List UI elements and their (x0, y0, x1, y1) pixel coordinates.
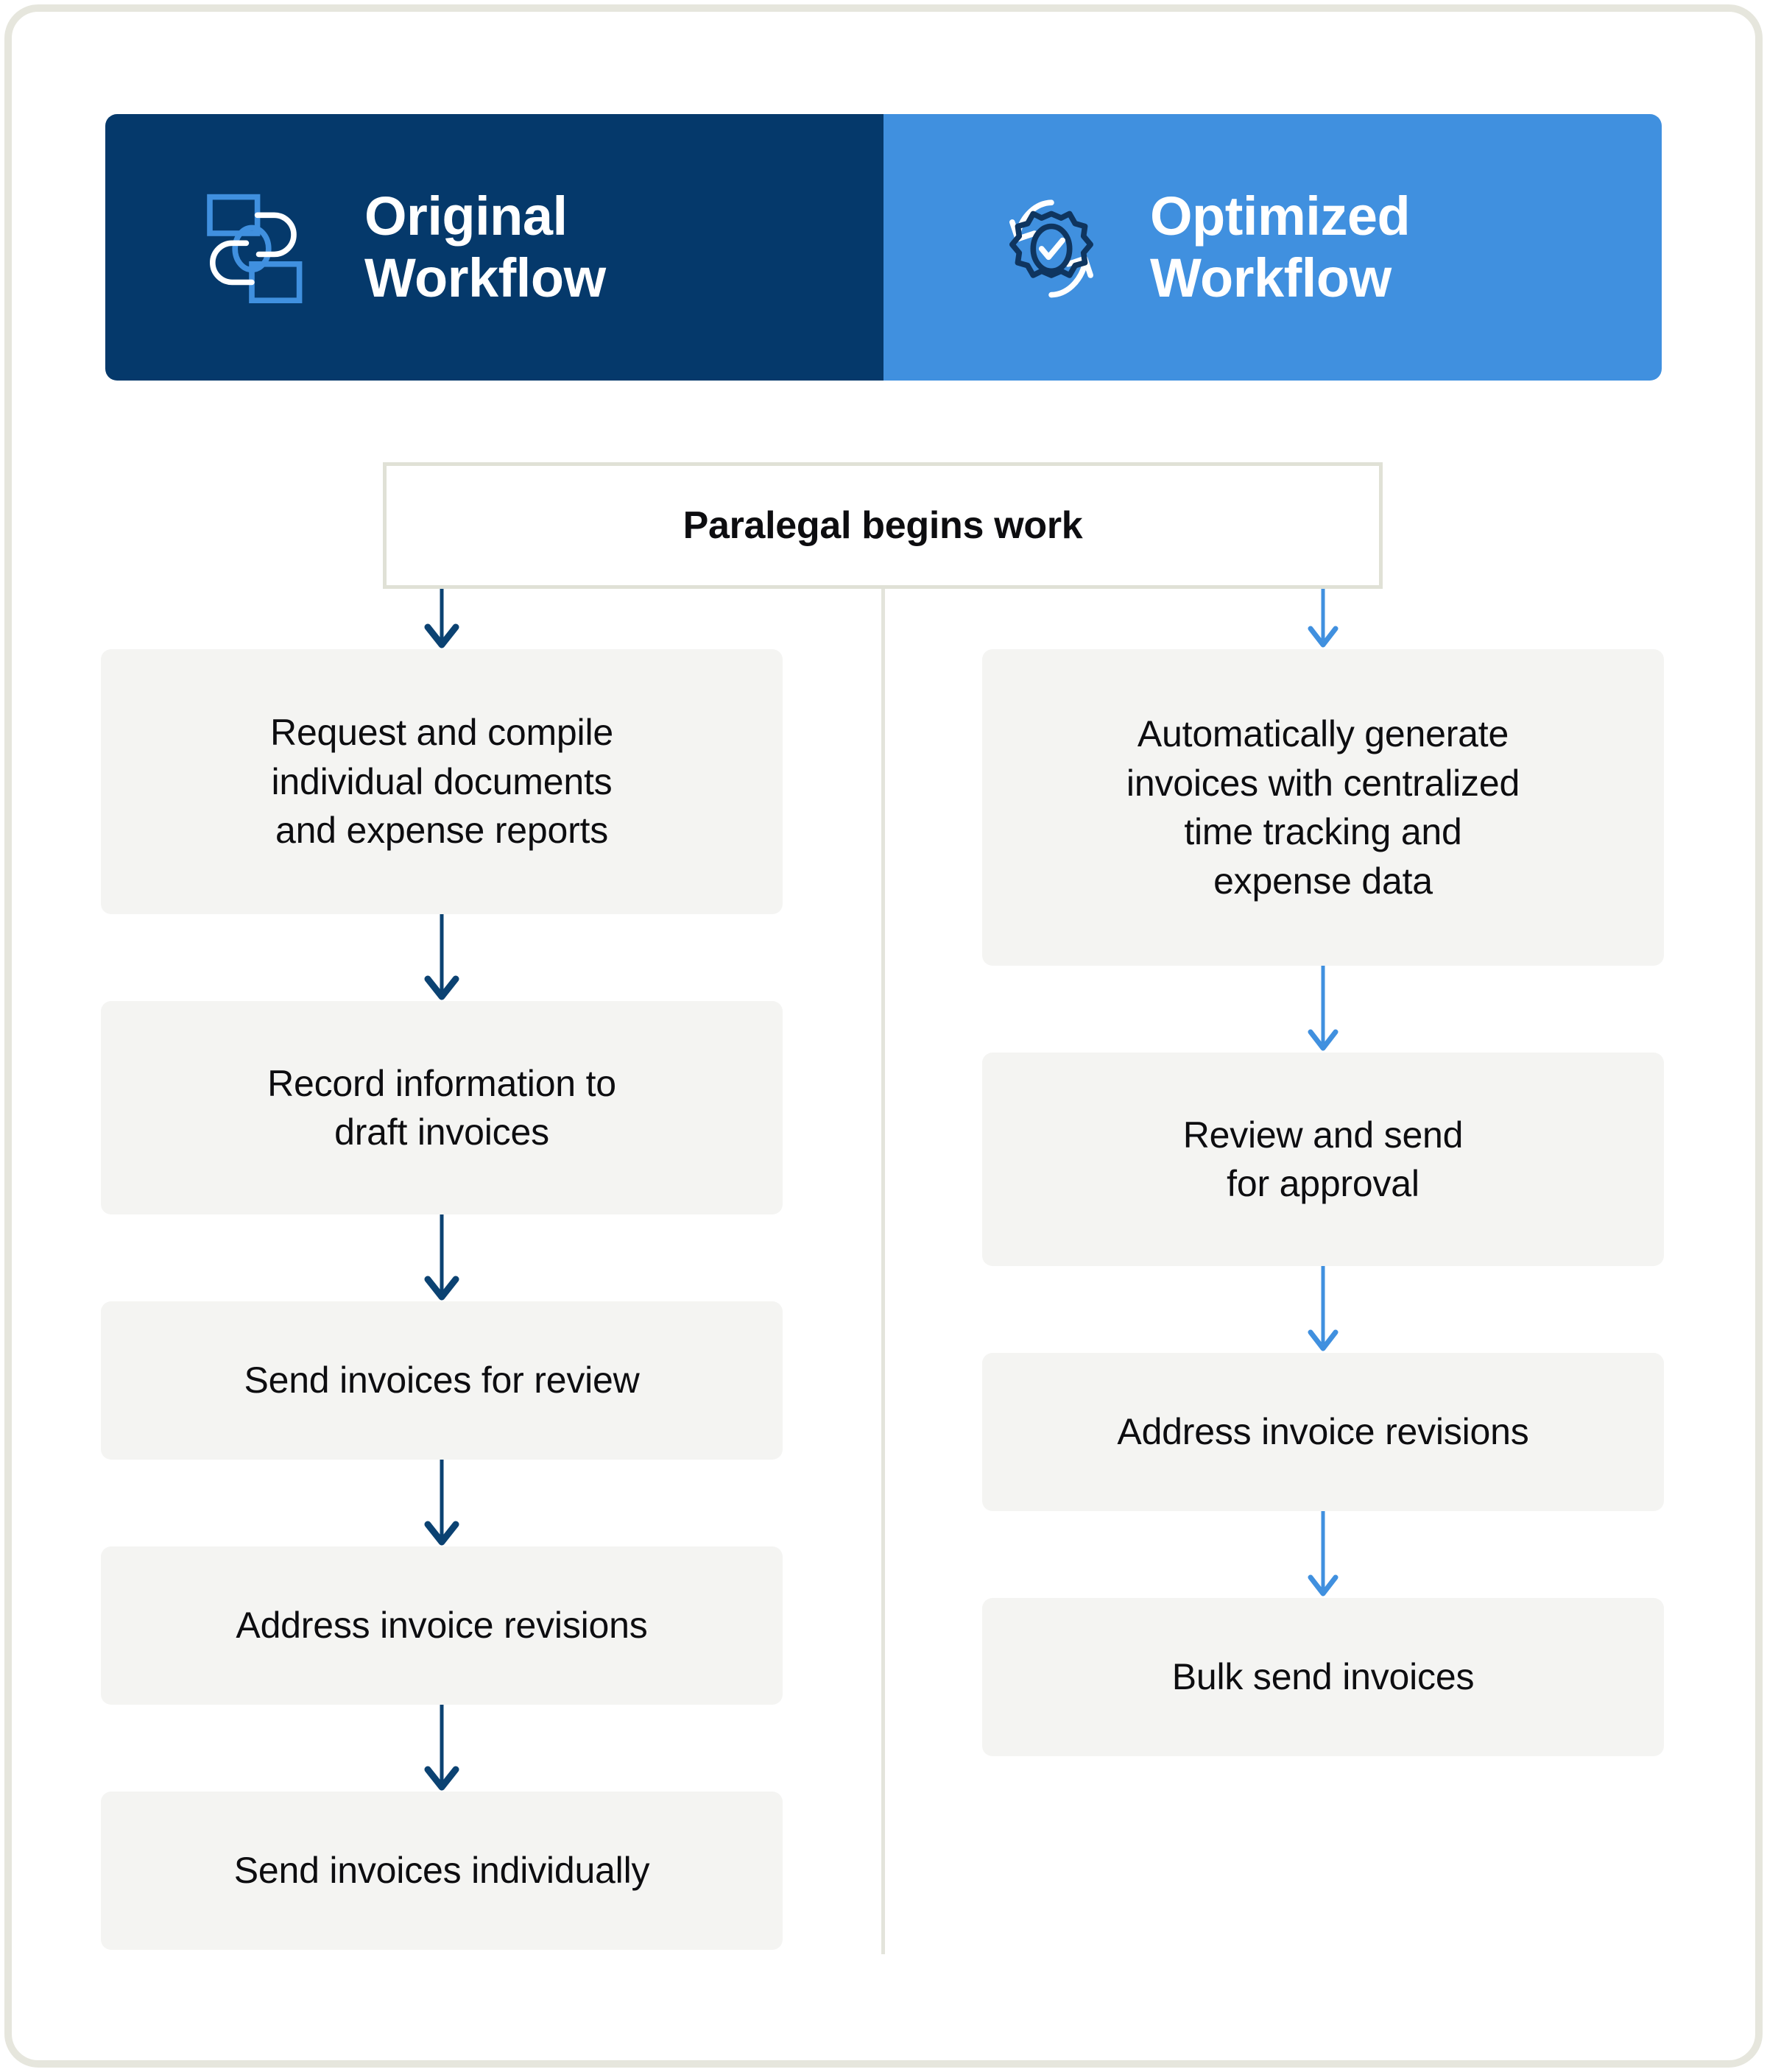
flow-arrow-icon (420, 1705, 464, 1792)
step-box: Address invoice revisions (101, 1546, 783, 1705)
step-box: Bulk send invoices (982, 1598, 1664, 1756)
step-box: Send invoices for review (101, 1301, 783, 1460)
header-original-workflow: Original Workflow (105, 114, 884, 381)
flow-arrow-icon (420, 914, 464, 1001)
step-label: Send invoices for review (244, 1359, 640, 1401)
header-original-title: Original Workflow (364, 185, 606, 308)
flow-arrow-icon (420, 589, 464, 649)
original-workflow-column: Request and compile individual documents… (101, 589, 783, 1950)
flow-arrow-icon (420, 1460, 464, 1546)
optimized-workflow-column: Automatically generate invoices with cen… (982, 589, 1664, 1756)
step-box: Address invoice revisions (982, 1353, 1664, 1511)
flow-arrow-icon (1301, 1266, 1345, 1353)
flow-arrow-icon (1301, 966, 1345, 1053)
step-label: Send invoices individually (233, 1850, 650, 1892)
flow-arrow-icon (420, 1214, 464, 1301)
flowchart-nodes-icon (192, 174, 339, 321)
step-box: Review and send for approval (982, 1053, 1664, 1266)
header-optimized-title: Optimized Workflow (1150, 185, 1411, 308)
step-label: Review and send for approval (1182, 1114, 1464, 1205)
step-label: Request and compile individual documents… (270, 712, 613, 852)
start-box-label: Paralegal begins work (683, 504, 1083, 547)
flow-arrow-icon (1301, 589, 1345, 649)
header-banner: Original Workflow Optimized Workflow (105, 114, 1662, 381)
gear-check-refresh-icon (978, 174, 1125, 321)
step-box: Request and compile individual documents… (101, 649, 783, 914)
step-label: Address invoice revisions (236, 1605, 648, 1647)
start-box: Paralegal begins work (383, 462, 1383, 589)
step-label: Record information to draft invoices (267, 1062, 616, 1153)
step-label: Automatically generate invoices with cen… (1126, 713, 1520, 902)
column-divider (881, 589, 885, 1954)
header-optimized-workflow: Optimized Workflow (884, 114, 1662, 381)
step-box: Record information to draft invoices (101, 1001, 783, 1214)
step-box: Automatically generate invoices with cen… (982, 649, 1664, 966)
step-label: Address invoice revisions (1117, 1411, 1529, 1453)
flow-arrow-icon (1301, 1511, 1345, 1598)
step-label: Bulk send invoices (1171, 1656, 1475, 1698)
step-box: Send invoices individually (101, 1792, 783, 1950)
